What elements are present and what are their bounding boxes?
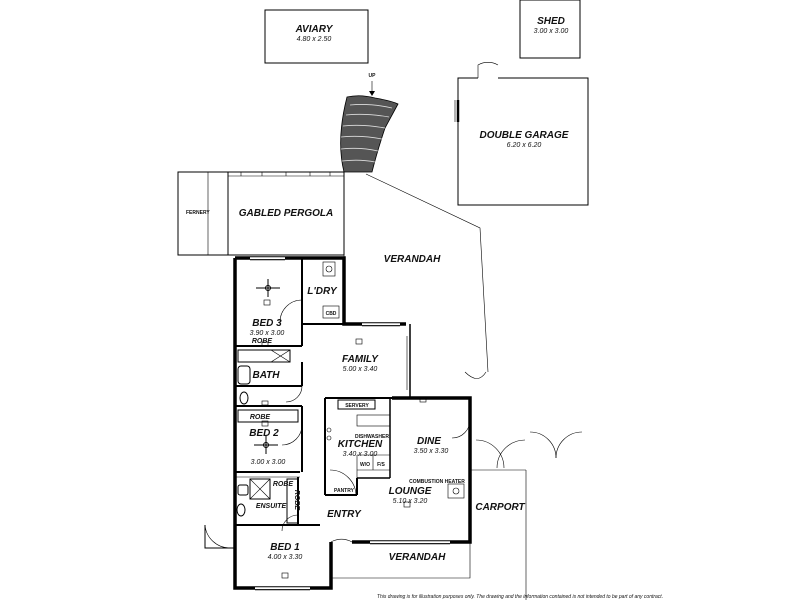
- double-garage: DOUBLE GARAGE 6.20 x 6.20: [454, 62, 589, 206]
- entry-label: ENTRY: [327, 509, 362, 520]
- verandah-top-label: VERANDAH: [384, 254, 441, 265]
- doors: [204, 299, 471, 549]
- ceiling-vents: [261, 299, 427, 579]
- shed: SHED 3.00 x 3.00: [519, 0, 581, 59]
- fs-label: F/S: [377, 462, 385, 468]
- bath-fixtures: [236, 261, 465, 517]
- gabled-pergola: GABLED PERGOLA: [227, 171, 345, 256]
- verandah-top: VERANDAH: [343, 173, 489, 379]
- aviary-size: 4.80 x 2.50: [297, 36, 332, 43]
- aviary: AVIARY 4.80 x 2.50: [264, 9, 369, 64]
- family-size: 5.00 x 3.40: [343, 366, 378, 373]
- bed1-size: 4.00 x 3.30: [268, 554, 303, 561]
- servery-label: SERVERY: [345, 403, 369, 409]
- lounge-label: LOUNGE: [389, 486, 432, 497]
- cbd-label: CBD: [326, 311, 337, 317]
- robe-bed3-label: ROBE: [252, 338, 273, 345]
- up-label: UP: [369, 73, 377, 79]
- lounge-size: 5.10 x 3.20: [393, 498, 428, 505]
- house-walls: [233, 256, 472, 590]
- robe-vertical-label: ROBE: [293, 490, 300, 511]
- disclaimer-text: This drawing is for illustration purpose…: [377, 594, 663, 600]
- carport: [470, 431, 583, 600]
- verandah-bottom: [330, 542, 471, 588]
- bed3-size: 3.90 x 3.00: [250, 330, 285, 337]
- robe-ensuite-label: ROBE: [273, 481, 294, 488]
- kitchen-label: KITCHEN: [338, 439, 383, 450]
- dine-label: DINE: [417, 436, 441, 447]
- combustion-heater-label: COMBUSTION HEATER: [409, 479, 465, 485]
- shed-size: 3.00 x 3.00: [534, 28, 569, 35]
- bed1-label: BED 1: [270, 542, 300, 553]
- double-garage-label: DOUBLE GARAGE: [480, 130, 569, 141]
- dine-size: 3.50 x 3.30: [414, 448, 449, 455]
- bath-label: BATH: [252, 370, 280, 381]
- gabled-pergola-label: GABLED PERGOLA: [239, 208, 333, 219]
- dishwasher-label: DISHWASHER: [355, 434, 389, 440]
- verandah-bottom-label: VERANDAH: [389, 552, 446, 563]
- interior-walls: [235, 258, 391, 526]
- aviary-label: AVIARY: [295, 24, 334, 35]
- shed-label: SHED: [537, 16, 565, 27]
- ldry-label: L'DRY: [307, 286, 338, 297]
- carport-label: CARPORT: [475, 502, 525, 513]
- curved-steps: UP: [340, 73, 399, 173]
- pantry-label: PANTRY: [334, 488, 355, 494]
- double-garage-size: 6.20 x 6.20: [507, 142, 542, 149]
- bed2-label: BED 2: [249, 428, 279, 439]
- ceiling-fans: [254, 279, 280, 454]
- bed2-size: 3.00 x 3.00: [251, 459, 286, 466]
- bed3-label: BED 3: [252, 318, 282, 329]
- fernery: FERNERY: [177, 171, 228, 256]
- family-label: FAMILY: [342, 354, 379, 365]
- windows: [250, 256, 450, 591]
- kitchen-size: 3.40 x 3.00: [343, 451, 378, 458]
- wo-label: W/O: [360, 462, 370, 468]
- fernery-label: FERNERY: [186, 210, 210, 216]
- ensuite-label: ENSUITE: [256, 503, 287, 510]
- robe-bed2-label: ROBE: [250, 414, 271, 421]
